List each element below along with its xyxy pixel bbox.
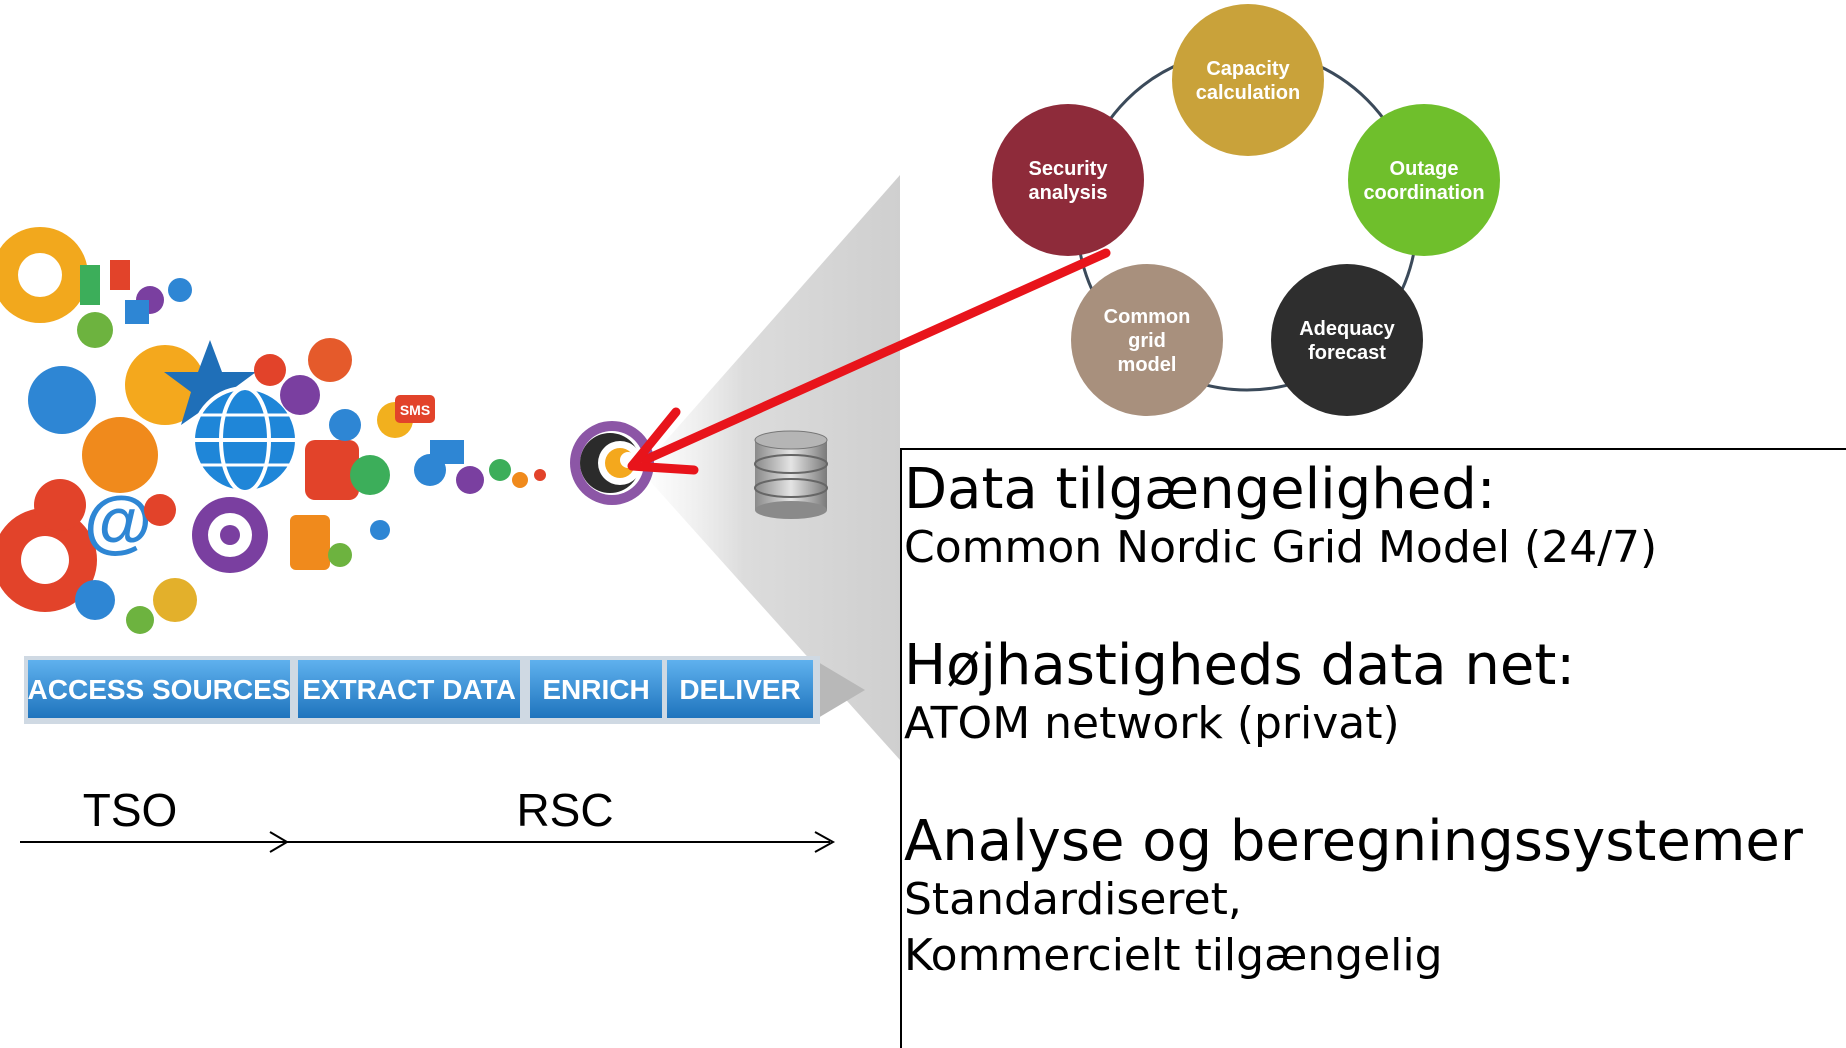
cycle-node-label: analysis (1029, 182, 1108, 204)
pipeline-step-3 (667, 660, 813, 718)
cycle-node-2 (1271, 264, 1423, 416)
cycle-node-label: model (1118, 354, 1177, 376)
cycle-node-1 (1348, 104, 1500, 256)
cycle-node-label: forecast (1308, 342, 1386, 364)
section-text-grid-model: Common Nordic Grid Model (24/7) (904, 522, 1658, 573)
cycle-node-label: Common (1104, 306, 1191, 328)
section-title-data-availability: Data tilgængelighed: (904, 457, 1496, 522)
section-text-standardised: Standardiseret, (904, 874, 1242, 925)
cycle-node-label: Outage (1390, 158, 1459, 180)
pipeline-step-label-0: ACCESS SOURCES (28, 674, 291, 705)
pipeline-step-label-2: ENRICH (542, 674, 649, 705)
pipeline-step-2 (530, 660, 662, 718)
pipeline-step-label-3: DELIVER (679, 674, 800, 705)
cycle-node-label: Adequacy (1299, 318, 1395, 340)
rsc-services-cycle: CapacitycalculationOutagecoordinationAde… (992, 4, 1500, 416)
section-text-commercial: Kommercielt tilgængelig (904, 930, 1443, 981)
info-box: Data tilgængelighed: Common Nordic Grid … (900, 448, 1846, 1048)
cycle-node-3 (1071, 264, 1223, 416)
flow-label-rsc: RSC (516, 784, 613, 836)
swirl-logo-icon (570, 421, 654, 505)
diagram-canvas: @ SMS (0, 4, 1500, 853)
pipeline-arrow-head (818, 662, 865, 718)
data-sources-icon-cloud: @ SMS (0, 227, 546, 634)
pipeline-step-0 (28, 660, 290, 718)
cycle-node-label: Capacity (1206, 58, 1290, 80)
cycle-node-label: Security (1029, 158, 1109, 180)
cycle-node-4 (992, 104, 1144, 256)
flow-label-tso: TSO (83, 784, 178, 836)
section-text-atom-network: ATOM network (privat) (904, 698, 1400, 749)
pipeline-step-label-1: EXTRACT DATA (302, 674, 516, 705)
cycle-node-0 (1172, 4, 1324, 156)
pipeline-step-1 (298, 660, 520, 718)
rsc-arrow (285, 831, 836, 853)
cycle-node-label: coordination (1363, 182, 1484, 204)
red-pointer-arrow (627, 248, 1111, 475)
cycle-node-label: calculation (1196, 82, 1300, 104)
section-title-analysis-systems: Analyse og beregningssystemer (904, 809, 1803, 874)
cycle-node-label: grid (1128, 330, 1166, 352)
svg-text:SMS: SMS (400, 402, 430, 418)
section-title-network: Højhastigheds data net: (904, 633, 1576, 698)
pipeline: ACCESS SOURCES EXTRACT DATA ENRICH DELIVER (24, 656, 820, 724)
svg-text:@: @ (84, 482, 152, 560)
database-icon (754, 430, 828, 519)
